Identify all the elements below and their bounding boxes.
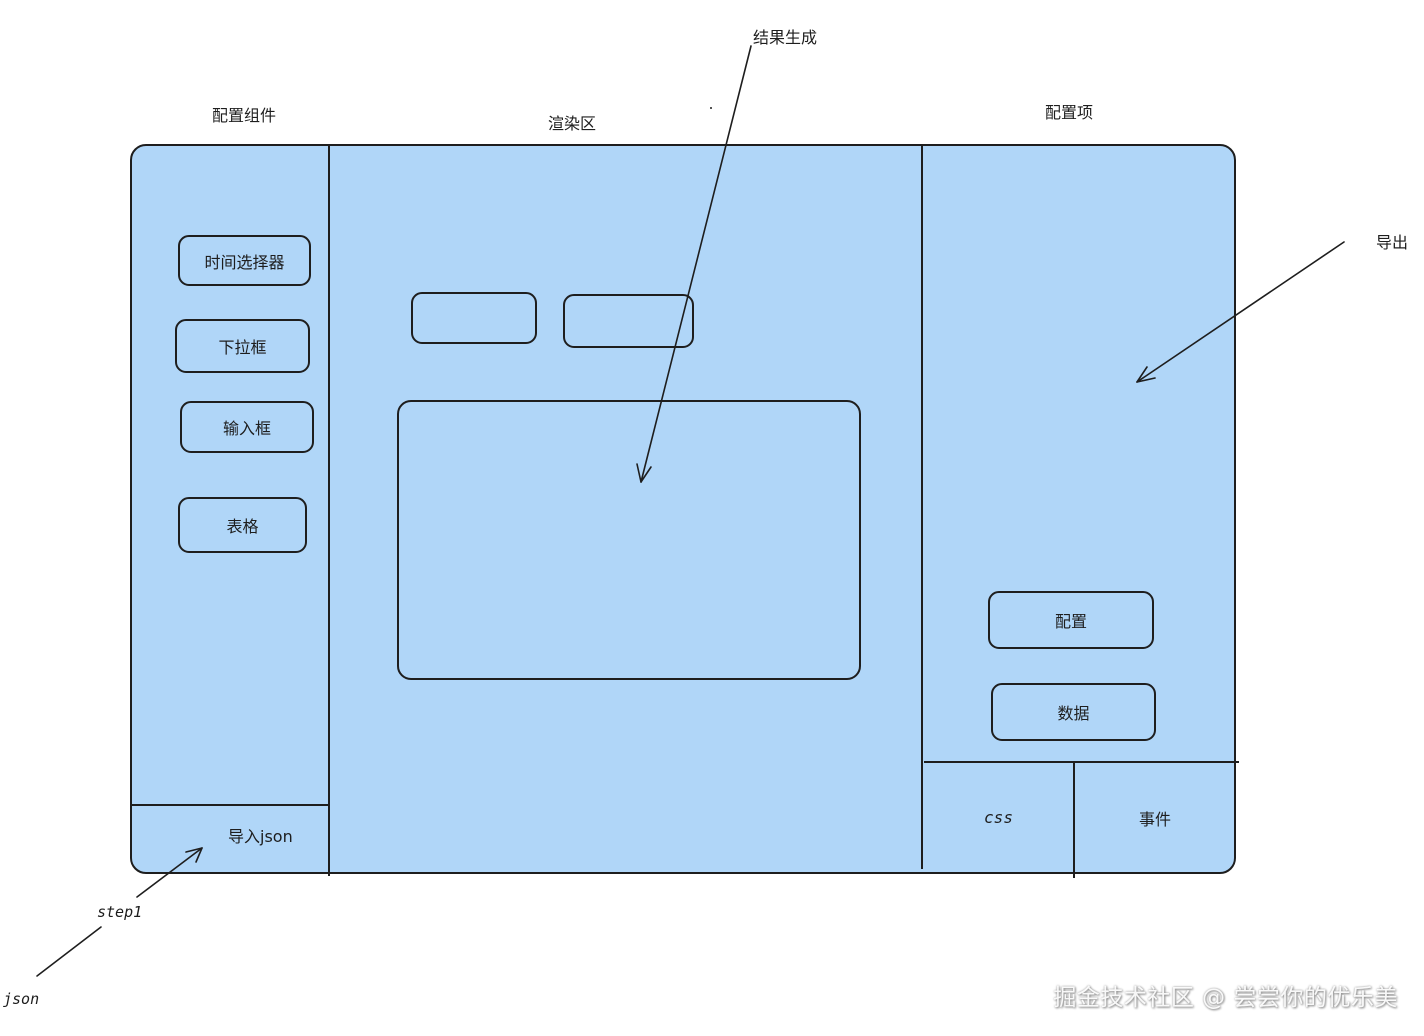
sidebar-item-dropdown[interactable]: 下拉框 [175, 319, 310, 373]
arrow-icon [636, 463, 652, 483]
arrow-icon [136, 847, 203, 898]
sidebar-item-table[interactable]: 表格 [178, 497, 307, 553]
config-button[interactable]: 配置 [988, 591, 1154, 649]
arrow-icon [185, 847, 203, 863]
json-label: json [3, 990, 40, 1008]
render-area-label: 渲染区 [548, 114, 597, 133]
sidebar-item-time-picker[interactable]: 时间选择器 [178, 235, 311, 286]
sidebar-item-input[interactable]: 输入框 [180, 401, 314, 453]
result-gen-label: 结果生成 [753, 28, 818, 47]
render-canvas [397, 400, 861, 680]
tabs-divider [924, 761, 1239, 763]
arrow-icon [1136, 241, 1345, 383]
left-column-divider [328, 144, 330, 876]
arrow-icon [1136, 366, 1156, 383]
config-items-label: 配置项 [1045, 103, 1094, 122]
import-divider [132, 804, 330, 806]
tabs-split [1073, 762, 1075, 878]
config-components-label: 配置组件 [212, 106, 277, 125]
arrow-icon [36, 926, 102, 977]
arrow-icon [640, 45, 752, 483]
step1-label: step1 [97, 903, 143, 921]
export-label: 导出 [1376, 233, 1409, 252]
import-json-button[interactable]: 导入json [228, 827, 293, 846]
watermark: 掘金技术社区 @ 尝尝你的优乐美 [1053, 985, 1398, 1011]
stray-dot [710, 107, 712, 109]
app-frame [130, 144, 1236, 874]
tab-events[interactable]: 事件 [1138, 810, 1171, 829]
right-column-divider [921, 144, 923, 869]
tab-css[interactable]: css [984, 807, 1013, 827]
data-button[interactable]: 数据 [991, 683, 1156, 741]
render-placeholder-2 [563, 294, 694, 348]
render-placeholder-1 [411, 292, 537, 344]
